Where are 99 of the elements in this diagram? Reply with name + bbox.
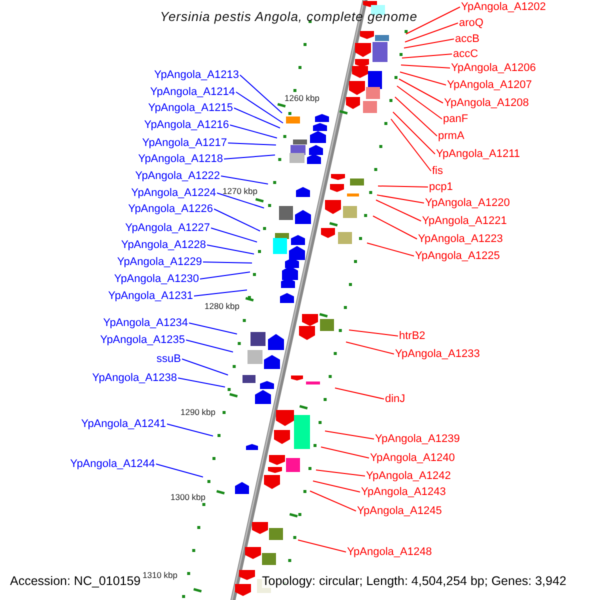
- leader-line: [392, 112, 436, 154]
- gene-label: YpAngola_A1238: [92, 372, 177, 384]
- gene-label: panF: [443, 112, 468, 126]
- leader-line: [220, 176, 268, 184]
- gene-label: YpAngola_A1221: [422, 214, 507, 228]
- gene-label: YpAngola_A1202: [461, 0, 546, 14]
- gene-label: YpAngola_A1240: [370, 452, 455, 464]
- leader-line: [404, 38, 454, 48]
- leader-line: [188, 322, 238, 334]
- gene-label: dinJ: [385, 392, 406, 406]
- position-label: 1310 kbp: [142, 570, 178, 580]
- gene-label: YpAngola_A1244: [70, 458, 155, 470]
- leader-line: [202, 262, 252, 264]
- gene-label: YpAngola_A1248: [347, 546, 432, 558]
- gene-label: aroQ: [459, 16, 484, 30]
- gene-label: YpAngola_A1213: [154, 68, 239, 82]
- gene-label: YpAngola_A1214: [150, 86, 235, 98]
- gene-label: YpAngola_A1225: [415, 250, 500, 262]
- gene-label: accB: [455, 32, 480, 46]
- leader-line: [200, 272, 250, 280]
- leader-line: [378, 186, 428, 188]
- position-label: 1270 kbp: [222, 186, 258, 196]
- leader-line: [406, 6, 460, 34]
- position-label: 1260 kbp: [284, 94, 320, 102]
- leader-line: [206, 244, 254, 254]
- leader-line: [346, 342, 394, 354]
- gene-label: YpAngola_A1211: [436, 148, 520, 160]
- leader-line: [400, 64, 450, 68]
- gene-label: YpAngola_A1206: [451, 62, 536, 74]
- gene-label: YpAngola_A1224: [131, 186, 216, 200]
- gene-label: YpAngola_A1235: [100, 334, 185, 346]
- leader-line: [234, 108, 280, 128]
- gene-label: YpAngola_A1208: [444, 96, 529, 110]
- leader-line: [404, 22, 458, 42]
- gene-label: YpAngola_A1230: [114, 272, 199, 286]
- gene-label: YpAngola_A1223: [418, 232, 503, 246]
- leader-line: [230, 124, 278, 138]
- gene-label: YpAngola_A1218: [138, 152, 223, 166]
- gene-label: YpAngola_A1239: [375, 432, 460, 446]
- gene-label: ssuB: [156, 352, 181, 366]
- leader-line: [400, 72, 446, 86]
- leader-line: [366, 242, 414, 256]
- title: Yersinia pestis Angola, complete genome: [160, 10, 418, 23]
- leader-line: [396, 86, 442, 120]
- leader-line: [210, 228, 258, 242]
- leader-line: [236, 92, 284, 124]
- gene-label: YpAngola_A1241: [81, 418, 166, 430]
- leader-line: [348, 330, 398, 336]
- leader-line: [312, 480, 360, 492]
- leader-line: [372, 216, 418, 240]
- leader-line: [376, 194, 424, 204]
- gene-label: fis: [432, 164, 443, 178]
- leader-line: [240, 74, 282, 114]
- leader-line: [398, 78, 444, 104]
- leader-line: [320, 446, 370, 458]
- gene-label: htrB2: [399, 330, 426, 342]
- leader-line: [324, 430, 374, 440]
- gene-label: YpAngola_A1231: [108, 290, 193, 302]
- leader-line: [298, 540, 346, 552]
- leader-line: [166, 424, 214, 436]
- leader-line: [186, 340, 234, 352]
- gene-label: prmA: [438, 130, 464, 142]
- gene-label: YpAngola_A1233: [395, 348, 480, 360]
- gene-label: YpAngola_A1215: [148, 102, 233, 114]
- position-label: 1280 kbp: [204, 302, 240, 310]
- gene-label: YpAngola_A1220: [425, 196, 510, 210]
- leader-line: [334, 388, 384, 400]
- leader-line: [214, 208, 260, 232]
- gene-label: YpAngola_A1229: [117, 256, 202, 268]
- leader-line: [376, 200, 422, 222]
- gene-label: YpAngola_A1227: [125, 222, 210, 234]
- leader-line: [194, 290, 248, 296]
- leader-line: [310, 490, 356, 512]
- gene-label: pcp1: [429, 180, 453, 194]
- gene-label: YpAngola_A1245: [357, 504, 442, 518]
- leader-line: [156, 464, 204, 478]
- leader-line: [178, 378, 226, 388]
- position-label: 1300 kbp: [170, 492, 206, 502]
- leader-line: [390, 118, 432, 172]
- leader-line: [394, 96, 438, 136]
- gene-label: accC: [453, 48, 478, 60]
- gene-label: YpAngola_A1242: [366, 470, 451, 482]
- gene-label: YpAngola_A1207: [447, 78, 532, 92]
- gene-label: YpAngola_A1228: [121, 238, 206, 252]
- gene-label: YpAngola_A1243: [361, 486, 446, 498]
- leader-line: [402, 54, 452, 58]
- gene-label: YpAngola_A1216: [144, 118, 229, 132]
- position-label: 1290 kbp: [180, 408, 216, 416]
- info-text: Accession: NC_010159: [10, 575, 141, 588]
- gene-label: YpAngola_A1222: [135, 170, 220, 182]
- leader-line: [316, 470, 366, 476]
- leader-line: [216, 192, 264, 208]
- leader-line: [224, 154, 276, 160]
- info-text: Topology: circular; Length: 4,504,254 bp; Genes: 3,942: [262, 575, 566, 588]
- leader-line: [182, 358, 228, 376]
- gene-label: YpAngola_A1226: [128, 202, 213, 216]
- leader-line: [228, 142, 276, 146]
- gene-label: YpAngola_A1217: [142, 136, 227, 150]
- gene-label: YpAngola_A1234: [103, 316, 188, 330]
